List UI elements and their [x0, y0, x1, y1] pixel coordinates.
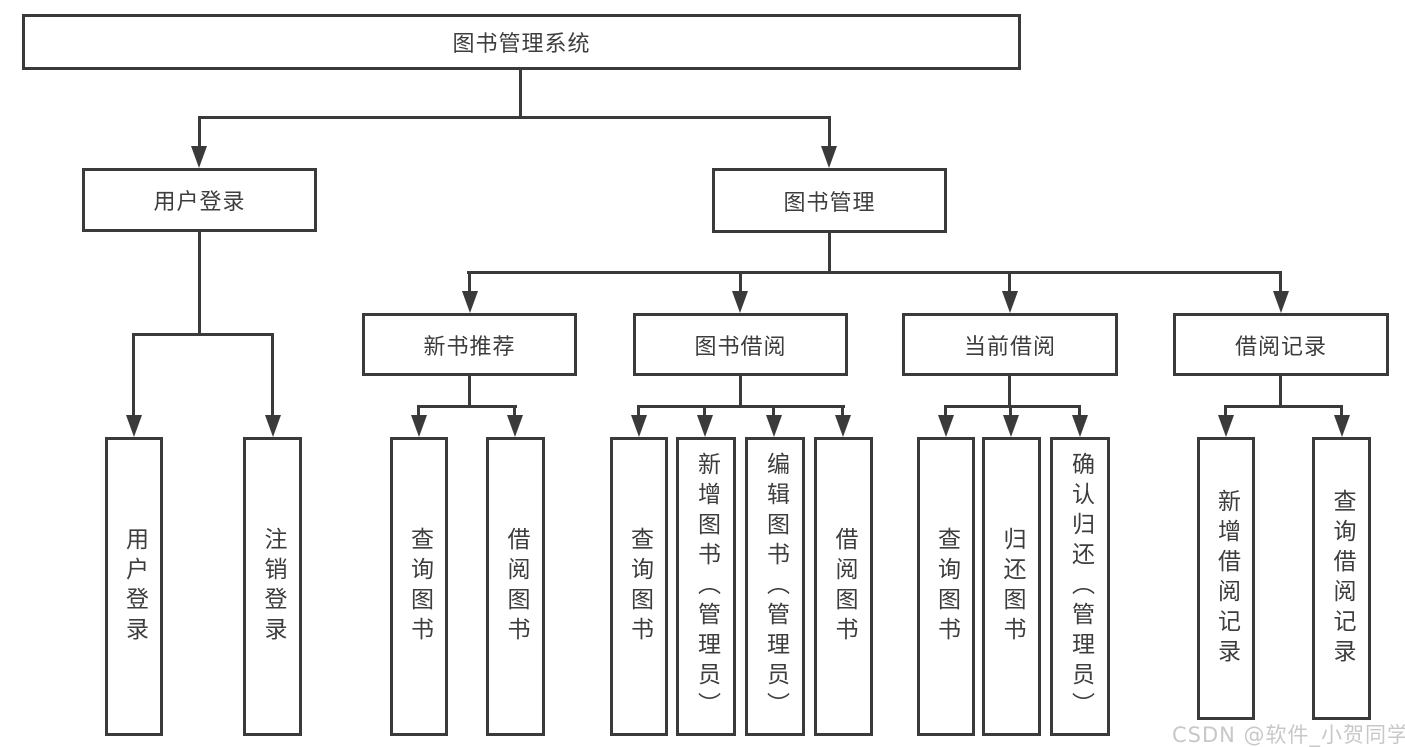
connector-root-stem	[519, 69, 522, 117]
watermark: CSDN @软件_小贺同学	[1172, 723, 1405, 747]
node-root-library-system: 图书管理系统	[22, 14, 1021, 70]
leaf-query-books-current-label: 查询图书	[933, 526, 960, 647]
leaf-edit-books-admin-label: 编辑图书（管理员）	[762, 451, 789, 722]
leaf-confirm-return-admin-label: 确认归还（管理员）	[1067, 451, 1094, 722]
connector-mgmt-stem	[828, 233, 831, 274]
leaf-add-books-admin: 新增图书（管理员）	[676, 437, 736, 736]
arrowhead-query-books-c	[938, 415, 954, 437]
node-root-label: 图书管理系统	[452, 32, 591, 57]
leaf-query-books-borrowing: 查询图书	[610, 437, 668, 736]
node-user-login: 用户登录	[82, 168, 317, 232]
connector-drop-query-books-a	[417, 405, 420, 419]
arrowhead-edit-books	[766, 415, 782, 437]
connector-mgmt-rail	[467, 271, 1282, 274]
node-borrow-records: 借阅记录	[1173, 313, 1389, 376]
connector-drop-user-login	[198, 116, 201, 150]
connector-login-stem	[198, 232, 201, 336]
connector-drop-add-record	[1224, 405, 1227, 419]
connector-login-rail	[132, 333, 274, 336]
connector-recommend-rail	[417, 405, 517, 408]
connector-records-rail	[1224, 405, 1343, 408]
connector-borrowing-rail	[637, 405, 845, 408]
leaf-edit-books-admin: 编辑图书（管理员）	[745, 437, 805, 736]
connector-drop-leaf-login	[132, 333, 135, 420]
connector-current-stem	[1008, 376, 1011, 407]
leaf-logout: 注销登录	[243, 437, 302, 736]
leaf-add-borrow-record-label: 新增借阅记录	[1213, 488, 1240, 669]
connector-drop-records	[1279, 271, 1282, 293]
node-new-book-recommend-label: 新书推荐	[423, 334, 516, 360]
connector-borrowing-stem	[739, 376, 742, 407]
arrowhead-current	[1002, 291, 1018, 313]
arrowhead-query-books-a	[411, 415, 427, 437]
leaf-query-books-recommend-label: 查询图书	[406, 526, 433, 647]
arrowhead-borrow-books-a	[507, 415, 523, 437]
connector-drop-borrowing	[739, 271, 742, 293]
connector-drop-query-books-b	[637, 405, 640, 419]
connector-root-rail	[198, 116, 831, 119]
connector-drop-edit-books	[772, 405, 775, 419]
leaf-borrow-books-borrowing-label: 借阅图书	[831, 526, 857, 647]
node-book-management: 图书管理	[712, 168, 947, 233]
leaf-borrow-books-borrowing: 借阅图书	[814, 437, 873, 736]
node-book-management-label: 图书管理	[783, 190, 876, 216]
connector-recommend-stem	[468, 376, 471, 407]
arrowhead-confirm-return	[1072, 415, 1088, 437]
connector-records-stem	[1279, 376, 1282, 407]
node-book-borrowing: 图书借阅	[633, 313, 848, 376]
connector-drop-add-books	[703, 405, 706, 419]
connector-drop-recommend	[468, 271, 471, 293]
node-current-borrowing: 当前借阅	[902, 313, 1118, 376]
arrowhead-borrow-books-b	[835, 415, 851, 437]
leaf-confirm-return-admin: 确认归还（管理员）	[1050, 437, 1110, 736]
connector-drop-query-record	[1340, 405, 1343, 419]
arrowhead-query-books-b	[631, 415, 647, 437]
node-borrow-records-label: 借阅记录	[1234, 334, 1327, 360]
connector-drop-return-books	[1009, 405, 1012, 419]
leaf-query-books-recommend: 查询图书	[390, 437, 448, 736]
leaf-query-books-borrowing-label: 查询图书	[626, 526, 653, 647]
connector-drop-book-mgmt	[828, 116, 831, 150]
leaf-borrow-books-recommend-label: 借阅图书	[503, 526, 529, 647]
connector-current-rail	[944, 405, 1081, 408]
connector-drop-current	[1008, 271, 1011, 293]
leaf-query-borrow-record-label: 查询借阅记录	[1329, 488, 1355, 669]
arrowhead-leaf-login	[126, 415, 142, 437]
arrowhead-recommend	[462, 291, 478, 313]
leaf-return-books-label: 归还图书	[999, 526, 1025, 647]
arrowhead-book-mgmt	[821, 146, 837, 168]
arrowhead-add-record	[1218, 415, 1234, 437]
leaf-user-login: 用户登录	[105, 437, 163, 736]
connector-drop-leaf-logout	[271, 333, 274, 420]
leaf-query-books-current: 查询图书	[917, 437, 975, 736]
connector-drop-confirm-return	[1078, 405, 1081, 419]
arrowhead-records	[1273, 291, 1289, 313]
arrowhead-leaf-logout	[265, 415, 281, 437]
node-current-borrowing-label: 当前借阅	[963, 334, 1056, 360]
connector-drop-query-books-c	[944, 405, 947, 419]
node-book-borrowing-label: 图书借阅	[694, 334, 787, 360]
connector-drop-borrow-books-a	[513, 405, 516, 419]
arrowhead-borrowing	[732, 291, 748, 313]
leaf-borrow-books-recommend: 借阅图书	[486, 437, 545, 736]
leaf-query-borrow-record: 查询借阅记录	[1312, 437, 1371, 720]
leaf-return-books: 归还图书	[982, 437, 1041, 736]
leaf-add-books-admin-label: 新增图书（管理员）	[693, 451, 720, 722]
connector-drop-borrow-books-b	[841, 405, 844, 419]
arrowhead-return-books	[1003, 415, 1019, 437]
arrowhead-query-record	[1334, 415, 1350, 437]
node-user-login-label: 用户登录	[153, 190, 246, 215]
leaf-user-login-label: 用户登录	[121, 526, 148, 647]
arrowhead-add-books	[697, 415, 713, 437]
leaf-add-borrow-record: 新增借阅记录	[1197, 437, 1255, 720]
arrowhead-user-login	[191, 146, 207, 168]
node-new-book-recommend: 新书推荐	[362, 313, 577, 376]
leaf-logout-label: 注销登录	[260, 526, 286, 647]
